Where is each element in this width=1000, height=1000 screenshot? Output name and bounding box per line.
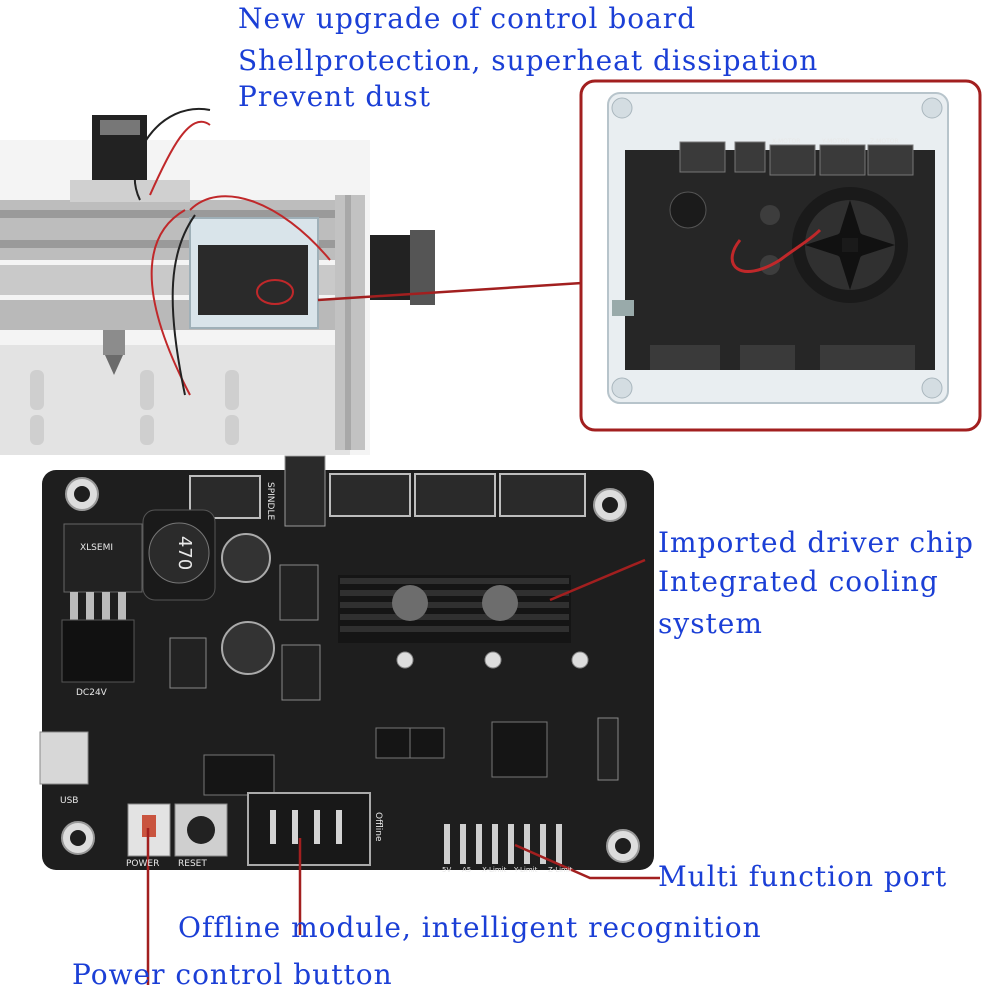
driver-chip-callout-line — [549, 558, 646, 602]
cnc-machine-photo — [0, 107, 435, 455]
offline-module-callout: Offline module, intelligent recognition — [178, 911, 762, 944]
cooling-callout-line-1: Integrated cooling — [658, 565, 939, 598]
pin-5v-label: 5V — [442, 866, 451, 874]
x-motor-label: X-MOTOR — [772, 138, 800, 145]
case-callout-line — [317, 281, 583, 302]
inductor-label: 470 — [174, 536, 195, 570]
offline-label: Offline — [373, 812, 383, 842]
x-limit-label: X-Limit — [482, 866, 507, 874]
power-button-callout: Power control button — [72, 958, 393, 991]
heading-line-3: Prevent dust — [238, 80, 431, 113]
usb-label: USB — [60, 796, 78, 806]
power-label: POWER — [126, 859, 159, 869]
regulator-label: XLSEMI — [80, 543, 113, 553]
pin-a5-label: A5 — [462, 866, 471, 874]
dc-input-label: DC24V — [76, 688, 108, 698]
driver-chip-callout: Imported driver chip — [658, 526, 974, 559]
spindle-label: SPINDLE — [265, 482, 275, 520]
z-motor-label: Z-MOTOR — [870, 138, 899, 145]
heading-line-2: Shellprotection, superheat dissipation — [238, 44, 819, 77]
y-limit-label: Y-Limit — [513, 866, 538, 874]
control-board-photo — [39, 455, 654, 870]
multi-port-callout-line — [514, 843, 660, 880]
y-motor-label: Y-MOTOR — [821, 138, 850, 145]
multi-port-callout: Multi function port — [658, 860, 948, 893]
cooling-callout-line-2: system — [658, 607, 763, 640]
z-limit-label: Z-Limit — [548, 866, 573, 874]
heading-line-1: New upgrade of control board — [238, 2, 697, 35]
enclosure-photo-frame — [579, 79, 982, 432]
reset-label: RESET — [178, 859, 207, 869]
